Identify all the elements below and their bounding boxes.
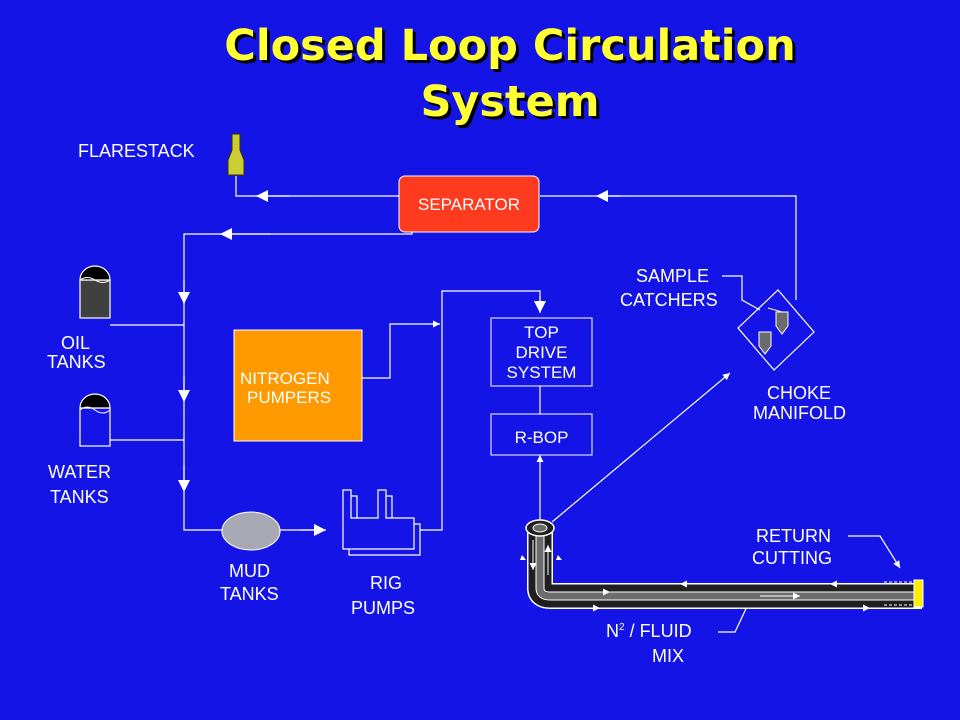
top-drive-label-line-3: SYSTEM (506, 363, 577, 382)
rig-pumps-icon (342, 489, 421, 556)
rig-pumps-label-line-1: RIG (370, 573, 403, 593)
fluid-mix-label-line-1: N2 / FLUID (606, 621, 692, 641)
line-nitrogen-to-line (362, 320, 440, 379)
sample-catcher-icon-2 (758, 331, 772, 355)
wellbore-icon (520, 519, 924, 612)
top-drive-label-line-2: DRIVE (515, 343, 568, 362)
separator-box (398, 175, 540, 233)
nitrogen-pumpers-label-line-1: NITROGEN (240, 369, 330, 388)
oil-tanks-label-line-2: TANKS (47, 352, 106, 372)
fluid-mix-prefix: N (606, 621, 619, 641)
choke-manifold-label-line-2: MANIFOLD (753, 403, 847, 423)
water-tank-icon (79, 393, 111, 447)
fluid-mix-subscript: 2 (619, 622, 625, 633)
sample-catchers-label-line-1: SAMPLE (636, 266, 710, 286)
line-separator-to-tanks (183, 232, 413, 531)
water-tanks-label-line-2: TANKS (50, 487, 109, 507)
return-cutting-label-line-1: RETURN (756, 526, 831, 546)
page-title-line-2: System (420, 77, 600, 127)
sample-catchers-leader (722, 275, 761, 311)
drill-bit-icon (913, 579, 924, 608)
nitrogen-pumpers-box (233, 329, 363, 442)
water-tanks-label-line-1: WATER (48, 462, 111, 482)
fluid-mix-label-line-2: MIX (652, 646, 685, 666)
oil-tank-icon (79, 265, 111, 319)
return-cutting-leader (848, 535, 901, 569)
mud-tanks-icon (221, 511, 281, 551)
mud-tanks-label-line-2: TANKS (220, 584, 279, 604)
rbop-box (490, 413, 593, 456)
oil-tanks-label-line-1: OIL (61, 333, 91, 353)
rig-pumps-label-line-2: PUMPS (351, 598, 416, 618)
fluid-mix-suffix: / FLUID (624, 621, 692, 641)
line-wellhead-to-choke (551, 372, 731, 523)
sample-catcher-icon-1 (775, 311, 789, 335)
return-cutting-label-line-2: CUTTING (752, 548, 832, 568)
mud-tanks-label-line-1: MUD (229, 561, 270, 581)
separator-label: SEPARATOR (417, 195, 521, 214)
flarestack-label: FLARESTACK (78, 141, 195, 161)
rbop-label: R-BOP (514, 428, 569, 447)
nitrogen-pumpers-label-line-2: PUMPERS (247, 388, 332, 407)
page-title-line-1: Closed Loop Circulation (224, 21, 796, 71)
choke-manifold-label-line-1: CHOKE (767, 383, 832, 403)
top-drive-system-box (490, 317, 593, 387)
flarestack-icon (227, 133, 245, 176)
top-drive-label-line-1: TOP (524, 323, 559, 342)
choke-manifold-icon (737, 289, 815, 371)
line-choke-to-separator (540, 195, 797, 300)
sample-catchers-label-line-2: CATCHERS (620, 290, 718, 310)
line-separator-to-flarestack (235, 176, 400, 197)
